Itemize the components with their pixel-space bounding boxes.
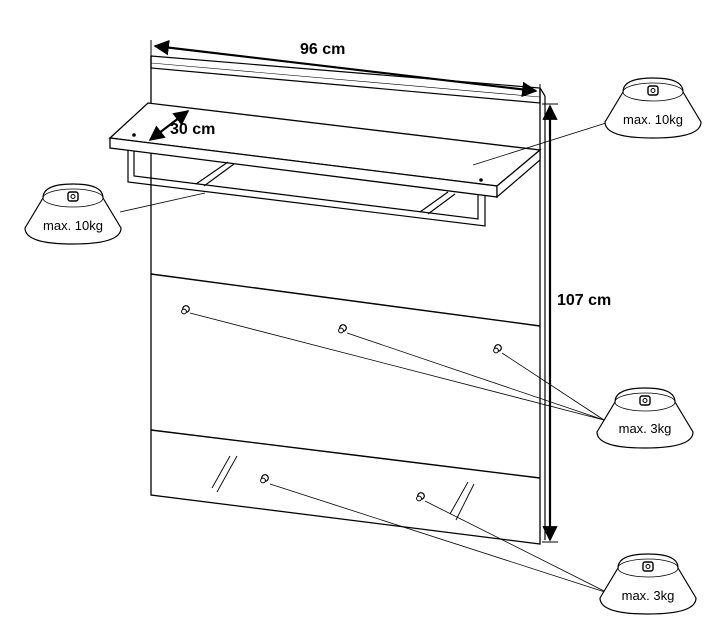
- leader-lines: [119, 122, 609, 594]
- depth-label: 30 cm: [170, 121, 215, 138]
- weight-icon: [604, 77, 702, 139]
- hook-upper-1: [181, 305, 190, 315]
- weight-label-shelf: max. 10kg: [623, 112, 683, 127]
- rail-arm-left-b: [203, 163, 235, 187]
- leader-hook-upper-2: [346, 332, 605, 421]
- shelf-screw-right: [479, 178, 483, 182]
- weight-callout-shelf: max. 10kg: [604, 77, 702, 139]
- mirror-glare-4: [449, 481, 469, 515]
- weight-callout-rail: max. 10kg: [24, 183, 122, 245]
- weight-icon: [599, 553, 697, 615]
- weight-label-upper-hooks: max. 3kg: [619, 421, 672, 436]
- mirror-glare-3: [455, 483, 475, 521]
- depth-arrow: [148, 110, 190, 141]
- hook-upper-2: [338, 324, 347, 334]
- width-label: 96 cm: [300, 41, 345, 58]
- weight-icon: [596, 387, 694, 449]
- top-rail-strip: [150, 55, 541, 104]
- leader-shelf: [472, 122, 607, 166]
- leader-hook-lower-1: [269, 483, 609, 594]
- rail-arm-left-a: [195, 161, 229, 185]
- hooks: [181, 305, 502, 502]
- width-arrow: [153, 39, 538, 98]
- leader-rail: [119, 192, 206, 213]
- upper-divider: [150, 273, 541, 327]
- panel-outline: [150, 56, 541, 545]
- weight-callout-lower-hooks: max. 3kg: [599, 553, 697, 615]
- shelf-screw-left: [132, 133, 136, 137]
- dimension-width: 96 cm: [150, 39, 541, 104]
- towel-rail: [127, 150, 486, 227]
- weight-callout-upper-hooks: max. 3kg: [596, 387, 694, 449]
- height-label: 107 cm: [557, 292, 611, 309]
- dimension-height: 107 cm: [542, 103, 611, 543]
- shelf-side-face: [496, 148, 541, 199]
- leader-hook-upper-3: [501, 352, 605, 421]
- mirror-glare-2: [211, 455, 231, 489]
- rail-arm-right-a: [419, 191, 449, 213]
- mirror-top-edge: [150, 429, 541, 479]
- shelf: [108, 102, 542, 199]
- rail-inner: [133, 151, 479, 220]
- leader-hook-upper-1: [189, 312, 605, 421]
- mirror-glare-1: [216, 455, 238, 493]
- dimension-depth: 30 cm: [148, 110, 215, 141]
- weight-label-lower-hooks: max. 3kg: [622, 588, 675, 603]
- leader-hook-lower-2: [424, 500, 609, 594]
- weight-icon: [24, 183, 122, 245]
- hook-lower-1: [260, 474, 269, 484]
- rail-front: [127, 150, 486, 227]
- hook-upper-3: [493, 344, 502, 354]
- rail-arm-right-b: [427, 193, 456, 215]
- weight-label-rail: max. 10kg: [43, 218, 103, 233]
- hook-lower-2: [416, 492, 425, 502]
- panel-thickness-top: [539, 87, 546, 97]
